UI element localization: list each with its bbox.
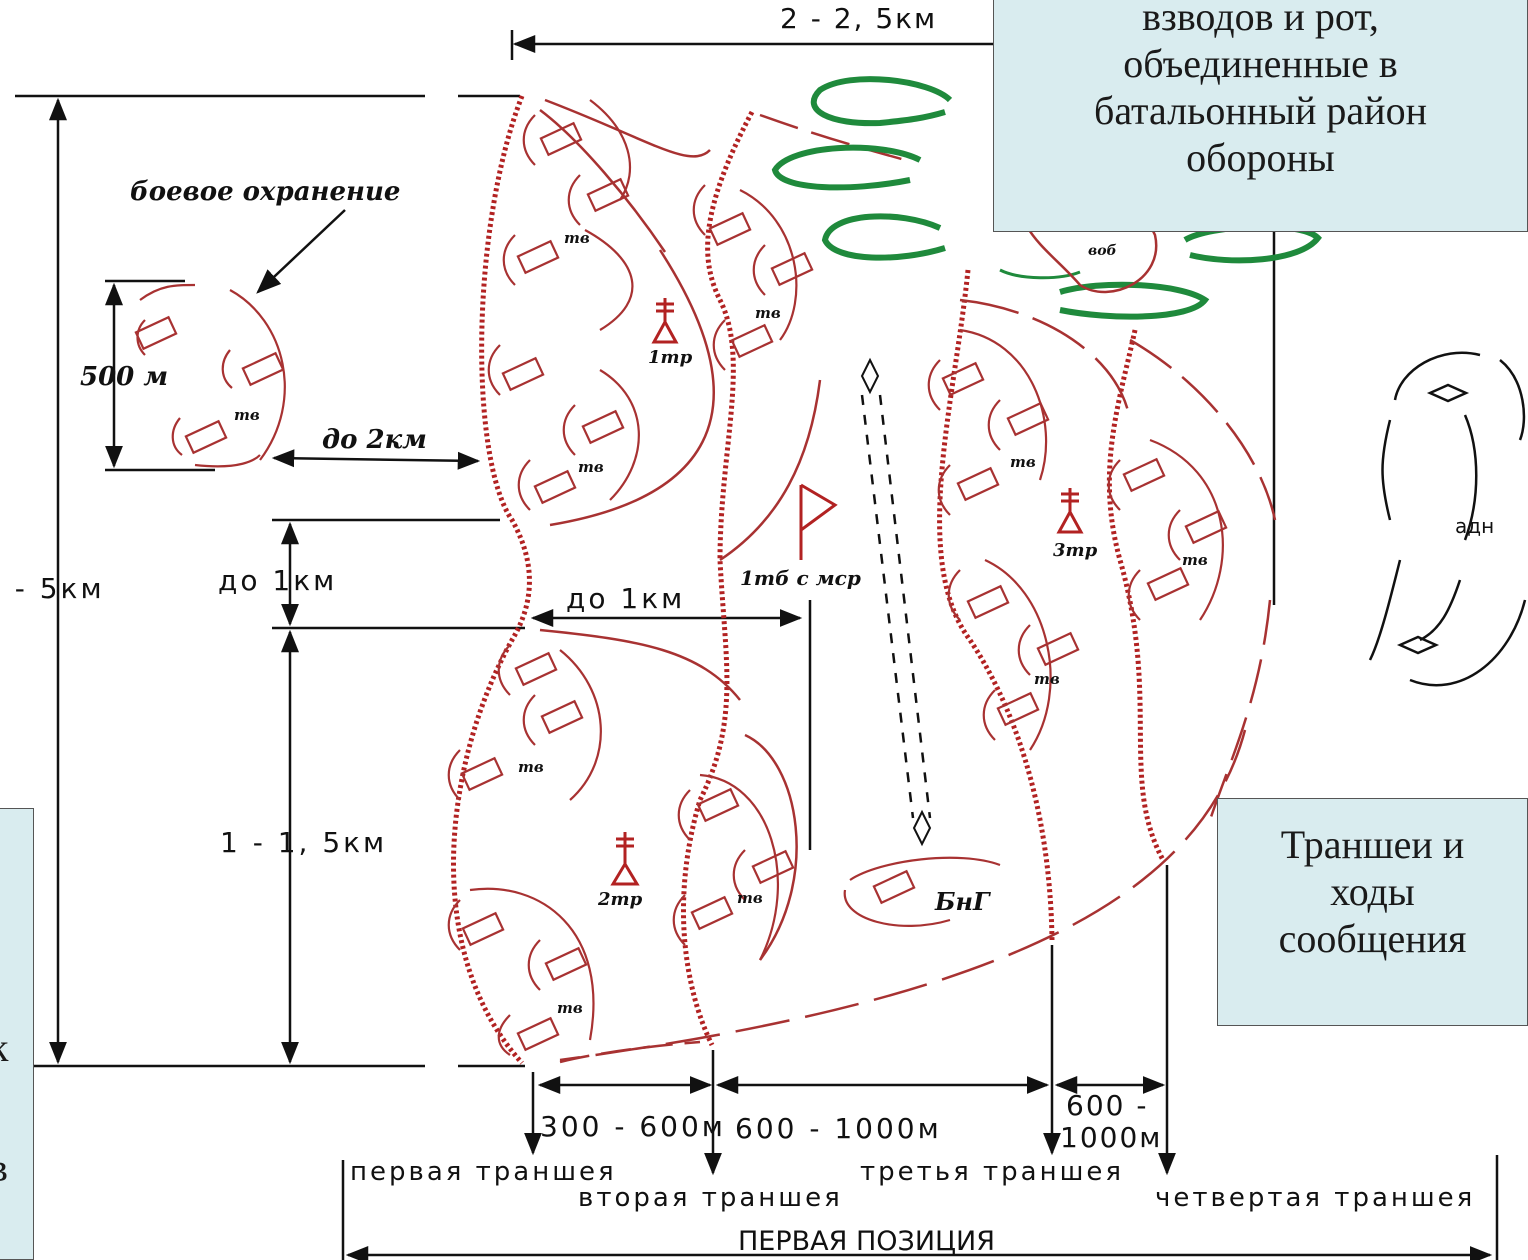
callout-line: батальонный район <box>1093 88 1427 133</box>
company2-strongpoints <box>447 644 795 1056</box>
reserve-label: БнГ <box>934 887 991 916</box>
tv-label: тв <box>518 758 544 776</box>
callout-battalion-area: взводов и рот, объединенные в батальонны… <box>993 0 1528 232</box>
dimension-labels: 2 - 2, 5км 3 - 5км до 1км 1 - 1, 5км до … <box>0 2 1494 1257</box>
strongpoints <box>134 99 1228 1056</box>
tv-label: тв <box>564 229 590 247</box>
command-axis <box>860 394 932 819</box>
italic-labels: боевое охранение 500 м до 2км 1тб с мср … <box>80 177 1208 1017</box>
spacing-third-fourth-1: 600 - <box>1066 1089 1148 1122</box>
tv-label: тв <box>578 458 604 476</box>
outpost-strongpoints <box>134 283 286 468</box>
spacing-second-third: 600 - 1000м <box>735 1112 942 1145</box>
callout-fragment: к <box>0 1024 8 1071</box>
company1-strongpoints <box>487 99 814 511</box>
top-width-label: 2 - 2, 5км <box>780 2 937 35</box>
outpost-distance-label: до 2км <box>322 425 427 455</box>
second-trench <box>681 110 755 1047</box>
callout-left-partial: , к в <box>0 808 34 1260</box>
callout-line: обороны <box>1186 135 1335 180</box>
command-posts <box>860 357 932 847</box>
callout-line: ходы <box>1330 869 1415 914</box>
adn-label: адн <box>1455 514 1494 538</box>
spacing-first-second: 300 - 600м <box>540 1110 726 1143</box>
position-label: ПЕРВАЯ ПОЗИЦИЯ <box>738 1226 995 1257</box>
fourth-trench <box>1106 329 1166 862</box>
tv-label: тв <box>755 304 781 322</box>
spacing-third-fourth-2: 1000м <box>1060 1121 1162 1154</box>
battalion-cp-label: 1тб с мср <box>740 566 861 590</box>
outpost-label: боевое охранение <box>130 177 400 207</box>
tv-label: тв <box>737 889 763 907</box>
outpost-depth-label: 500 м <box>80 362 168 392</box>
dimension-lines <box>15 30 1499 1260</box>
tv-label: тв <box>234 406 260 424</box>
company2-symbol <box>610 832 640 886</box>
callout-line: взводов и рот, <box>1142 0 1379 39</box>
gap-label: до 1км <box>218 564 337 597</box>
artillery-area <box>1368 351 1527 687</box>
callout-fragment: в <box>0 1144 8 1191</box>
gap-width-label: до 1км <box>566 582 685 615</box>
callout-line: объединенные в <box>1123 41 1398 86</box>
company3-strongpoints <box>927 328 1228 751</box>
first-trench <box>451 95 532 1065</box>
tv-label: тв <box>557 999 583 1017</box>
callout-trenches: Траншеи и ходы сообщения <box>1217 798 1528 1026</box>
callout-line: Траншеи и <box>1280 822 1465 867</box>
boundaries <box>539 98 1277 1064</box>
trench-second-label: вторая траншея <box>578 1183 843 1213</box>
third-trench <box>937 269 1055 941</box>
company1-label: 1тр <box>648 347 693 368</box>
tv-label: тв <box>1010 453 1036 471</box>
vob-label: воб <box>1088 243 1117 259</box>
trenches <box>451 95 1166 1065</box>
company2-label: 2тр <box>597 889 643 910</box>
trench-fourth-label: четвертая траншея <box>1155 1183 1475 1213</box>
tv-label: тв <box>1182 551 1208 569</box>
trench-first-label: первая траншея <box>350 1157 617 1187</box>
command-symbols <box>610 298 1084 886</box>
company1-symbol <box>651 298 679 344</box>
reserve-area <box>843 856 1001 927</box>
total-depth-label: 3 - 5км <box>0 572 105 605</box>
company3-label: 3тр <box>1053 540 1098 561</box>
trench-third-label: третья траншея <box>860 1157 1124 1187</box>
callout-line: сообщения <box>1278 916 1467 961</box>
tv-label: тв <box>1034 670 1060 688</box>
company3-symbol <box>1056 488 1084 534</box>
lower-depth-label: 1 - 1, 5км <box>220 826 387 859</box>
